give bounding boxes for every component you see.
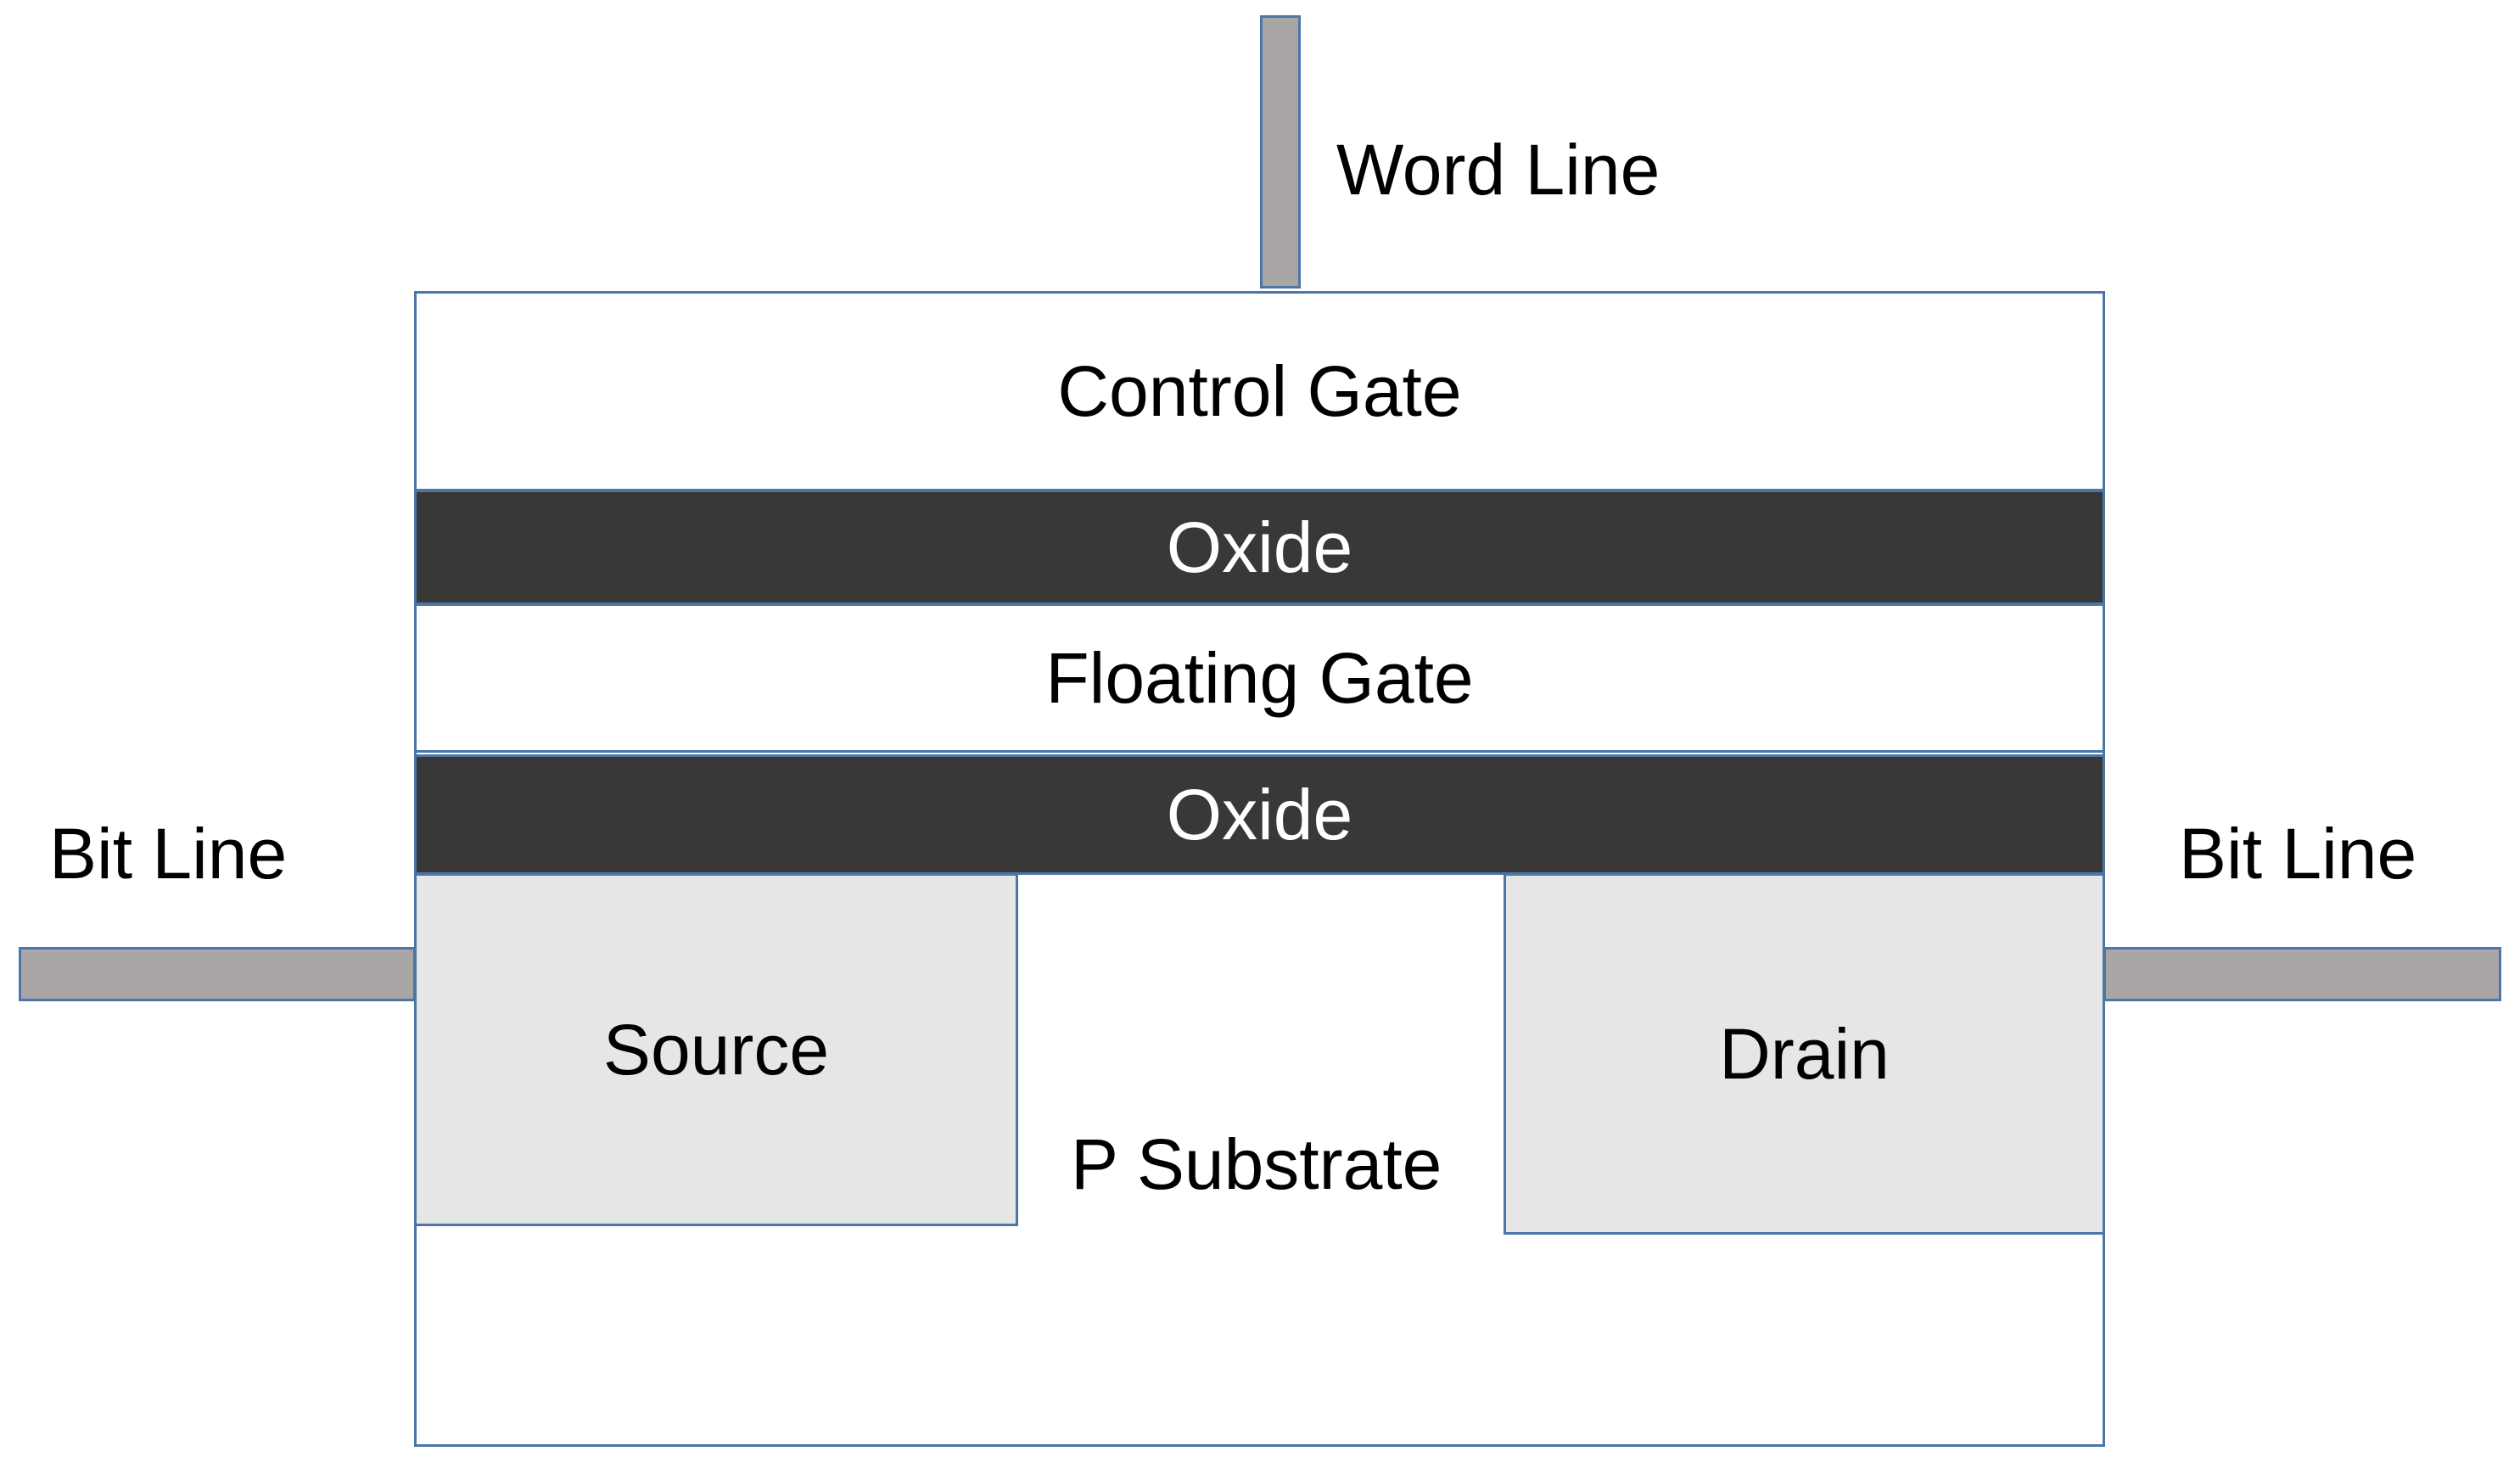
bit-line-left-wire [19, 947, 416, 1001]
word-line-label: Word Line [1336, 130, 1660, 210]
p-substrate-label: P Substrate [1071, 1124, 1442, 1204]
control-gate-layer: Control Gate [414, 291, 2105, 491]
bit-line-left-label: Bit Line [49, 814, 288, 894]
control-gate-label: Control Gate [1057, 351, 1462, 431]
word-line-wire [1260, 15, 1301, 289]
oxide-top-label: Oxide [1166, 507, 1353, 587]
source-label: Source [602, 1010, 830, 1090]
oxide-bottom-label: Oxide [1166, 775, 1353, 854]
floating-gate-layer: Floating Gate [414, 603, 2105, 753]
oxide-layer-top: Oxide [414, 490, 2105, 605]
bit-line-right-wire [2103, 947, 2501, 1001]
drain-region: Drain [1504, 873, 2105, 1235]
drain-label: Drain [1719, 1014, 1890, 1094]
bit-line-right-label: Bit Line [2179, 814, 2417, 894]
oxide-layer-bottom: Oxide [414, 754, 2105, 875]
source-region: Source [414, 873, 1018, 1226]
floating-gate-label: Floating Gate [1045, 638, 1474, 718]
